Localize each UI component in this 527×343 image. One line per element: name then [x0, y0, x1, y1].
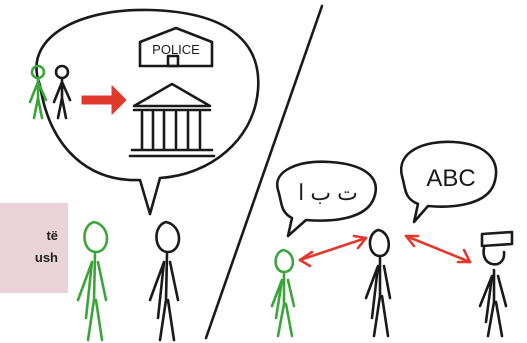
police-station-icon: POLICE: [138, 26, 214, 68]
red-arrow-icon: [81, 85, 127, 115]
panel-line-1: të: [46, 228, 58, 243]
person-black-large: [148, 220, 181, 342]
speech-bubble-large: [35, 8, 260, 216]
police-sign-text: POLICE: [152, 42, 200, 57]
person-green-large: [76, 220, 109, 342]
arabic-text: ت ب ا: [298, 180, 358, 205]
pink-side-panel: të ush: [0, 203, 68, 293]
speech-bubble-abc: ABC: [399, 140, 498, 224]
small-couple-icon: [28, 64, 72, 120]
diagonal-divider: [204, 4, 324, 340]
abc-text: ABC: [426, 165, 475, 192]
panel-text: të ush: [0, 225, 64, 269]
person-black-middle: [364, 228, 392, 338]
speech-bubble-arabic: ت ب ا: [275, 160, 377, 238]
double-arrow-left: [298, 234, 368, 268]
person-green-small: [270, 248, 296, 338]
double-arrow-right: [404, 234, 472, 264]
police-officer: [478, 230, 514, 338]
panel-line-2: ush: [34, 250, 58, 265]
courthouse-icon: [128, 82, 216, 158]
